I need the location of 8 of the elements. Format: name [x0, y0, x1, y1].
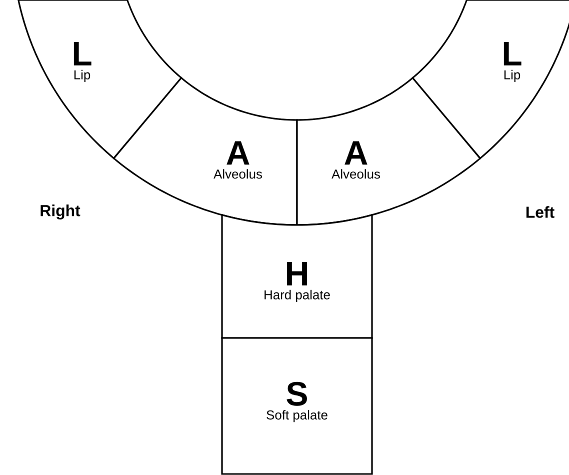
alveolus-segment: A Alveolus — [296, 76, 482, 226]
hard-palate-box: H Hard palate — [221, 214, 373, 339]
node-label: L — [504, 42, 522, 66]
side-label: Right — [40, 204, 80, 220]
soft-palate-box: S Soft palate — [221, 337, 373, 475]
node-label: Lip — [504, 70, 520, 82]
lip-segment: L Lip — [412, 0, 569, 160]
side-label: Left — [526, 206, 554, 218]
